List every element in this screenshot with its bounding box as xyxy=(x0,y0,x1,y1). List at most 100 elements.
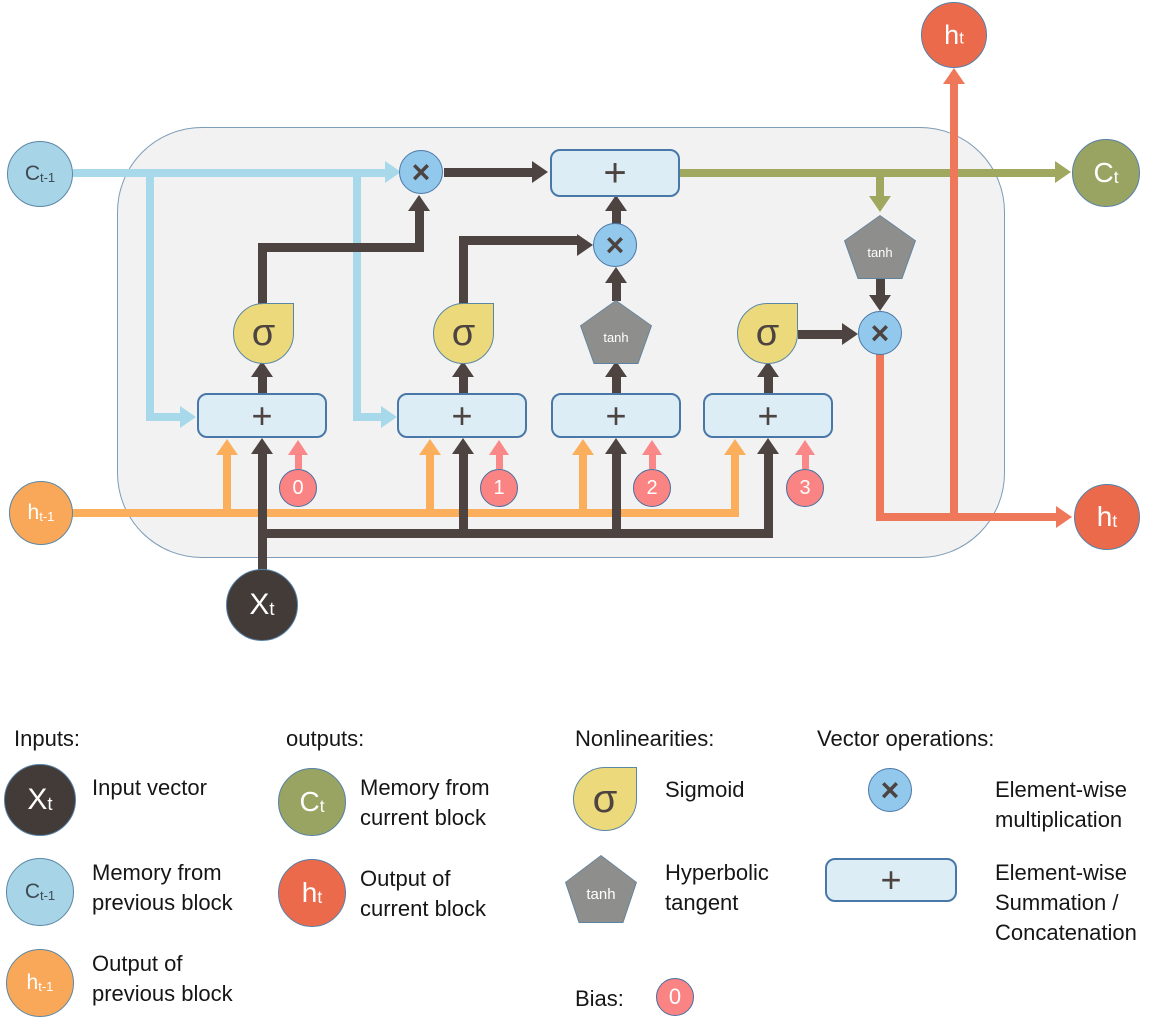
legend-label-input-vector: Input vector xyxy=(92,773,207,803)
wire-multiply2-to-sum xyxy=(612,211,621,224)
wire-sum4-to-sigmoid3 xyxy=(764,377,773,394)
legend-line: tangent xyxy=(665,890,739,915)
multiply-glyph: × xyxy=(880,771,900,808)
sum-glyph: + xyxy=(603,150,627,195)
tanh-glyph: tanh xyxy=(586,885,616,903)
node-sub: t xyxy=(1113,166,1119,187)
wire-input-v xyxy=(258,454,267,570)
legend-line: multiplication xyxy=(995,807,1123,832)
legend-line: Sigmoid xyxy=(665,777,745,802)
arrowhead-hidden-into-sum2 xyxy=(419,439,441,455)
legend-line: Input vector xyxy=(92,775,207,800)
node-sub: t xyxy=(1112,510,1118,531)
legend-symbol-main: X xyxy=(27,783,48,816)
wire-input-up2 xyxy=(459,454,468,538)
legend-line: previous block xyxy=(92,981,233,1006)
wire-cellstate-branch1-v xyxy=(146,172,154,421)
wire-hidden-out-up xyxy=(950,84,958,521)
legend-line: Output of xyxy=(360,866,451,891)
arrowhead-hidden-into-sum3 xyxy=(572,439,594,455)
wire-hidden-out-h xyxy=(876,513,1058,521)
sum-glyph: + xyxy=(757,394,779,436)
wire-sum3-to-tanh xyxy=(612,377,621,394)
arrowhead-sum3-tanh xyxy=(605,361,627,377)
legend-symbol-sub: t-1 xyxy=(38,978,54,994)
legend-line: Element-wise xyxy=(995,860,1128,885)
arrowhead-sigmoid2-multiply2 xyxy=(577,234,593,256)
arrowhead-sigmoid1-multiply1 xyxy=(408,195,430,211)
arrowhead-cellstate-into-tanh xyxy=(869,196,891,212)
arrowhead-input-into-sum3 xyxy=(605,438,627,454)
legend-line: Concatenation xyxy=(995,920,1137,945)
legend-symbol-main: h xyxy=(301,877,318,908)
multiply-node-1: × xyxy=(399,150,443,194)
arrowhead-tanh2-multiply3 xyxy=(869,295,891,311)
arrowhead-cellstate-into-multiply xyxy=(385,161,401,183)
legend-symbol-main: C xyxy=(299,786,320,817)
node-sub: t-1 xyxy=(39,169,56,185)
multiply-glyph: × xyxy=(605,226,625,263)
bias-label: 0 xyxy=(292,476,304,499)
sum-glyph: + xyxy=(605,394,627,436)
wire-input-up4 xyxy=(764,454,773,538)
legend-symbol-sub: t xyxy=(319,795,325,816)
legend-symbol-sub: t xyxy=(317,886,323,907)
legend-heading-inputs: Inputs: xyxy=(14,726,81,751)
legend-symbol-sigmoid: σ xyxy=(573,767,637,831)
sigma-glyph: σ xyxy=(451,312,476,354)
bias-label: 3 xyxy=(799,476,811,499)
wire-sigmoid1-up2 xyxy=(415,210,424,252)
arrowhead-multiply1-sum xyxy=(532,161,548,183)
wire-input-up3 xyxy=(612,454,621,538)
legend-symbol-sub: t xyxy=(47,793,53,815)
arrowhead-hidden-out-top xyxy=(943,68,965,84)
wire-cellstate-to-tanh xyxy=(876,177,884,197)
legend-line: Memory from xyxy=(360,775,490,800)
wire-sigmoid2-up xyxy=(459,240,468,304)
arrowhead-cellstate-out xyxy=(1055,161,1071,183)
arrowhead-hidden-out xyxy=(1056,506,1072,528)
wire-hidden-out-v xyxy=(876,353,884,521)
wire-sum2-to-sigmoid2 xyxy=(459,377,468,394)
legend-heading-outputs: outputs: xyxy=(286,726,365,751)
legend-symbol-tanh: tanh xyxy=(565,855,637,923)
node-main: C xyxy=(1093,157,1114,188)
arrowhead-hidden-into-sum4 xyxy=(724,439,746,455)
wire-hidden-prev-up2 xyxy=(426,454,434,514)
wire-sum1-to-sigmoid1 xyxy=(258,377,267,394)
bias-label: 1 xyxy=(493,476,505,499)
multiply-glyph: × xyxy=(411,153,431,190)
sigma-glyph: σ xyxy=(592,776,618,821)
wire-hidden-prev-up1 xyxy=(223,454,231,514)
bias-label: 2 xyxy=(646,476,658,499)
arrowhead-cellstate-into-sum2 xyxy=(381,406,397,428)
arrowhead-cellstate-into-sum1 xyxy=(180,406,196,428)
sum-glyph: + xyxy=(451,394,473,436)
wire-bias1 xyxy=(496,455,503,469)
multiply-node-3: × xyxy=(858,311,902,355)
legend-line: Output of xyxy=(92,951,183,976)
wire-cellstate-branch1-h xyxy=(146,413,182,421)
tanh-glyph: tanh xyxy=(603,329,629,345)
sigmoid-node-2: σ xyxy=(433,303,494,364)
legend-symbol-sum: + xyxy=(825,858,957,902)
node-main: h xyxy=(944,19,960,50)
bias-label: 0 xyxy=(668,984,682,1009)
arrowhead-bias2 xyxy=(642,440,662,455)
arrowhead-bias0 xyxy=(288,440,308,455)
wire-input-main-h xyxy=(258,529,773,538)
arrowhead-sum4-sigmoid3 xyxy=(757,361,779,377)
wire-cellstate-branch2-h xyxy=(353,413,383,421)
wire-bias0 xyxy=(295,455,302,469)
wire-sigmoid1-h xyxy=(258,243,424,252)
legend-symbol-sub: t-1 xyxy=(39,887,56,903)
